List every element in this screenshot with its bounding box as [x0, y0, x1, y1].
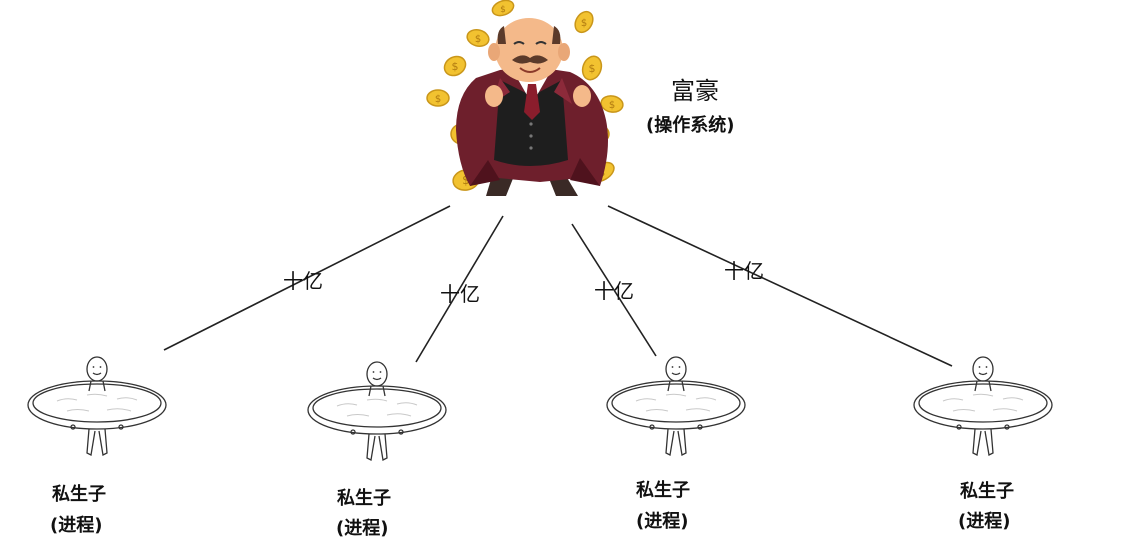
coin-icon [600, 95, 624, 113]
person-holding-plate-icon [913, 356, 1053, 456]
edge-label-3: 十亿 [594, 279, 634, 303]
person-holding-plate-icon [307, 361, 447, 461]
child-3-subtitle: (进程) [636, 511, 688, 532]
edge-line-4 [607, 205, 953, 367]
dollar-sign-icon: $ [609, 100, 615, 111]
child-1-title: 私生子 [52, 483, 106, 505]
rich-man-with-coins-icon: $$$$$$$$$$$$ [426, 0, 624, 196]
coin-icon [581, 55, 603, 81]
dollar-sign-icon: $ [462, 173, 470, 187]
coin-icon [443, 55, 467, 77]
child-4-title: 私生子 [960, 480, 1014, 502]
child-4-subtitle: (进程) [958, 511, 1010, 532]
dollar-sign-icon: $ [581, 18, 587, 29]
child-2: 私生子 (进程) [307, 361, 447, 539]
person-holding-plate-icon [606, 356, 746, 456]
child-1: 私生子 (进程) [27, 356, 167, 536]
dollar-sign-icon: $ [500, 5, 506, 15]
dollar-sign-icon: $ [475, 34, 481, 45]
coin-icon [574, 10, 594, 34]
dollar-sign-icon: $ [435, 94, 441, 105]
root-title: 富豪 [671, 77, 719, 105]
child-3: 私生子 (进程) [606, 356, 746, 532]
edge-label-4: 十亿 [724, 259, 764, 283]
child-2-title: 私生子 [337, 487, 391, 509]
child-2-subtitle: (进程) [336, 518, 388, 539]
coin-icon [491, 0, 515, 17]
root-subtitle: (操作系统) [646, 114, 734, 136]
edge-line-2 [415, 215, 504, 363]
child-3-title: 私生子 [636, 479, 690, 501]
edge-line-1 [163, 205, 451, 351]
edge-label-1: 十亿 [283, 269, 323, 293]
dollar-sign-icon: $ [452, 60, 459, 73]
child-4: 私生子 (进程) [913, 356, 1053, 532]
coin-icon [466, 29, 490, 47]
edge-line-3 [571, 223, 657, 357]
dollar-sign-icon: $ [589, 62, 596, 75]
edge-label-2: 十亿 [440, 282, 480, 306]
person-holding-plate-icon [27, 356, 167, 456]
edges [163, 205, 953, 367]
coin-icon [426, 89, 450, 107]
child-1-subtitle: (进程) [50, 515, 102, 536]
